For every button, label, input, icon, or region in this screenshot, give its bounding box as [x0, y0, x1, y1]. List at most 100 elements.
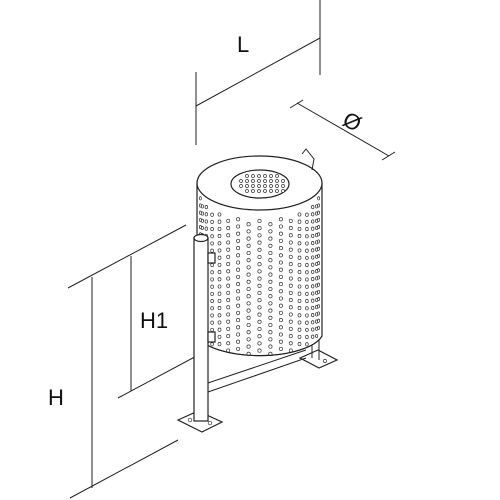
perforation-hole: [311, 226, 315, 231]
perforation-hole: [305, 320, 309, 325]
perforation-hole: [210, 306, 214, 311]
perforation-hole: [246, 337, 251, 342]
perforation-hole: [226, 341, 231, 346]
perforation-hole: [257, 283, 262, 288]
lid-perforation-hole: [275, 189, 279, 193]
perforation-hole: [257, 233, 262, 238]
perforation-hole: [305, 227, 309, 232]
perforation-hole: [246, 236, 251, 241]
perforation-hole: [268, 315, 273, 320]
perforation-hole: [288, 254, 293, 259]
lid-perforation-hole: [245, 184, 249, 188]
perforation-hole: [226, 298, 231, 303]
lid-perforation-hole: [275, 174, 279, 178]
perforation-hole: [305, 263, 309, 268]
perforation-hole: [297, 234, 302, 239]
perforation-hole: [317, 261, 320, 266]
perforation-hole: [257, 269, 262, 274]
perforation-hole: [246, 229, 251, 234]
perforation-hole: [236, 332, 241, 337]
perforation-hole: [297, 313, 302, 318]
perforation-hole: [268, 286, 273, 292]
perforation-hole: [217, 212, 222, 217]
perforation-hole: [311, 291, 315, 296]
lid-perforation-hole: [281, 189, 285, 193]
perforation-hole: [278, 267, 283, 272]
perforation-hole: [226, 326, 231, 331]
perforation-hole: [257, 218, 262, 224]
perforation-hole: [200, 218, 204, 223]
dim-diam-ext-top: [289, 99, 304, 109]
dim-h1-ext-bottom: [117, 351, 205, 399]
perforation-hole: [317, 239, 320, 244]
perforation-hole: [204, 219, 208, 224]
perforation-hole: [317, 246, 320, 251]
perforation-hole: [226, 254, 231, 259]
perforation-hole: [288, 298, 293, 303]
perforation-hole: [278, 303, 283, 308]
perforation-hole: [317, 232, 320, 237]
perforation-hole: [217, 298, 222, 303]
perforation-hole: [278, 296, 283, 301]
perforation-hole: [297, 241, 302, 246]
perforation-hole: [311, 255, 315, 260]
perforation-hole: [317, 289, 320, 294]
perforation-hole: [236, 274, 241, 279]
perforation-hole: [317, 268, 320, 273]
lid-perforation-hole: [275, 179, 279, 183]
lid-perforation-hole: [281, 179, 285, 183]
lid-perforation-hole: [251, 184, 255, 188]
perforation-hole: [317, 275, 320, 280]
perforation-hole: [236, 267, 241, 272]
lid-opening: [230, 169, 290, 199]
perforation-hole: [305, 234, 309, 239]
perforation-hole: [297, 219, 302, 224]
perforation-hole: [288, 226, 293, 231]
perforation-hole: [268, 265, 273, 270]
perforation-hole: [317, 203, 320, 208]
perforation-hole: [288, 276, 293, 281]
perforation-hole: [288, 218, 293, 223]
upper-bracket: [207, 252, 216, 264]
perforation-hole: [257, 326, 262, 332]
perforation-hole: [210, 291, 214, 296]
perforation-hole: [268, 222, 273, 227]
perforation-hole: [311, 284, 315, 289]
perforation-hole: [257, 240, 262, 245]
perforation-hole: [278, 231, 283, 236]
lid-perforation-hole: [251, 189, 255, 193]
perforation-hole: [226, 247, 231, 252]
perforation-hole: [199, 196, 202, 201]
perforation-hole: [236, 318, 241, 323]
perforation-hole: [210, 219, 214, 224]
dimension-length: L: [195, 0, 321, 145]
dim-label-l: L: [237, 32, 249, 57]
perforation-hole: [226, 283, 231, 288]
perforation-hole: [246, 279, 251, 284]
cross-bar-top: [207, 349, 307, 384]
perforation-hole: [246, 222, 251, 227]
perforation-hole: [297, 212, 302, 217]
perforation-hole: [305, 291, 309, 296]
perforation-hole: [278, 289, 283, 294]
lid-perforation-hole: [263, 179, 267, 183]
perforation-hole: [317, 210, 320, 215]
perforation-hole: [226, 290, 231, 295]
perforation-hole: [305, 241, 309, 246]
perforation-hole: [268, 330, 273, 335]
perforation-hole: [278, 318, 283, 323]
dim-label-h1: H1: [140, 308, 168, 333]
perforation-hole: [257, 305, 262, 310]
perforation-hole: [305, 313, 309, 318]
perforation-hole: [278, 310, 283, 315]
perforation-hole: [268, 236, 273, 241]
perforation-hole: [210, 320, 214, 325]
perforation-hole: [226, 218, 231, 223]
foot-bolt-right: [207, 420, 213, 426]
perforation-hole: [305, 270, 309, 275]
perforation-hole: [278, 282, 283, 287]
lid-clip: [301, 148, 315, 171]
perforation-hole: [317, 318, 320, 323]
perforation-hole: [288, 326, 293, 331]
lid-perforation-hole: [269, 184, 273, 188]
